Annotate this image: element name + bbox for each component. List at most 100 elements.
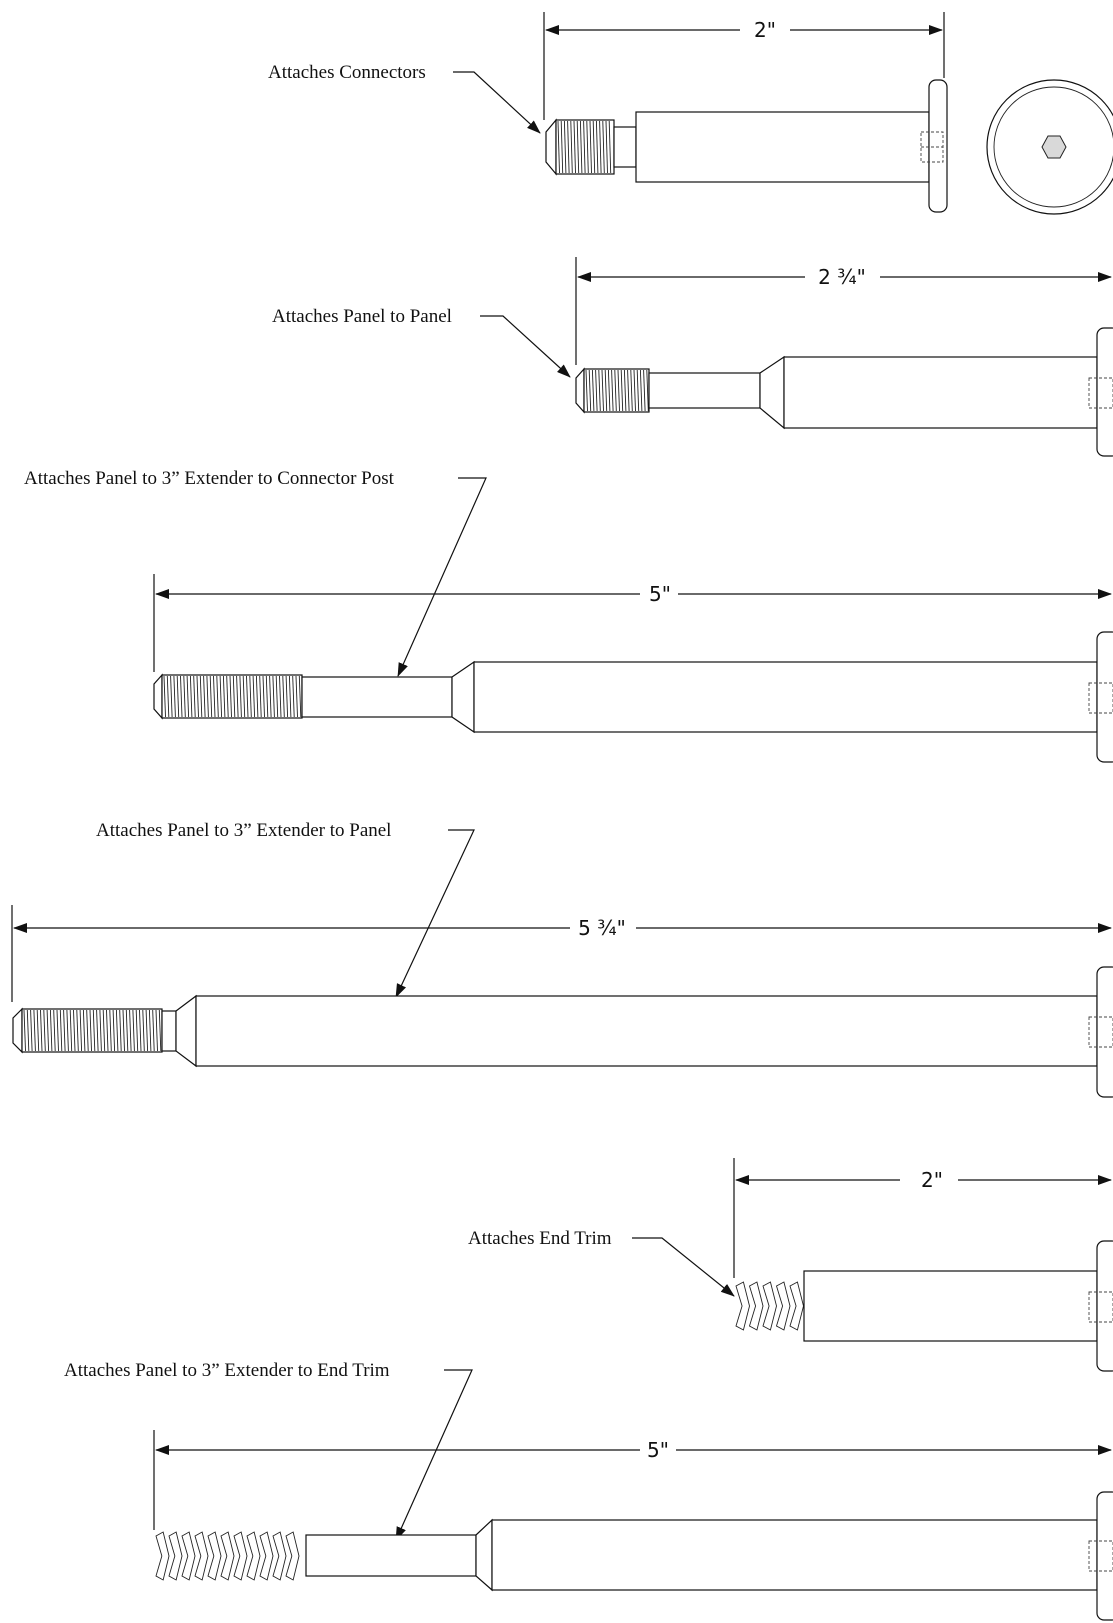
callout-label: Attaches End Trim (468, 1228, 612, 1249)
shank (195, 995, 1098, 1067)
thread-flight (272, 1531, 287, 1581)
thread-line (620, 369, 624, 412)
callout-label: Attaches Connectors (268, 62, 426, 83)
dimension-label: 2" (921, 1168, 943, 1192)
callout-label: Attaches Panel to 3” Extender to Panel (96, 820, 391, 841)
dimension-label: 5" (647, 1438, 669, 1462)
callout-leader (632, 1237, 735, 1297)
thread-line (614, 369, 617, 412)
thread-line (40, 1009, 43, 1052)
thread-line (285, 675, 289, 718)
thread-flight (285, 1531, 300, 1581)
thread-line (66, 1009, 69, 1052)
thread-line (598, 369, 601, 412)
thread-line (275, 675, 279, 718)
thread-lines (557, 120, 612, 174)
callout-leader (395, 1369, 473, 1541)
bolt-tip (153, 673, 163, 720)
shank (803, 1270, 1098, 1342)
thread-line (601, 369, 604, 412)
thread-line (586, 120, 589, 174)
thread-line (209, 675, 213, 718)
thread-line (298, 675, 302, 718)
thread-line (53, 1009, 56, 1052)
thread-line (73, 1009, 76, 1052)
thread-line (633, 369, 636, 412)
hex-socket-end-view-icon (986, 79, 1113, 215)
thread-line (292, 675, 295, 718)
thread-flight (155, 1531, 170, 1581)
callout-leader (395, 829, 475, 998)
thread-line (56, 1009, 59, 1052)
thread-flight (735, 1281, 750, 1331)
thread-line (604, 369, 608, 412)
thread-line (213, 675, 216, 718)
thread-line (59, 1009, 63, 1052)
thread-line (158, 1009, 162, 1052)
thread-line (595, 369, 598, 412)
thread-line (232, 675, 236, 718)
thread-line (132, 1009, 135, 1052)
thread-line (89, 1009, 92, 1052)
thread-flight (775, 1281, 791, 1331)
thread-line (49, 1009, 53, 1052)
extender-panel-bolt: Attaches Panel to 3” Extender to Panel 5… (11, 820, 1113, 1098)
taper (175, 994, 197, 1068)
panel-to-panel-bolt: Attaches Panel to Panel 2 ¾" (272, 257, 1113, 457)
thread-line (239, 675, 242, 718)
bolt-tip (12, 1007, 23, 1054)
end-trim-bolt: Attaches End Trim 2" (468, 1158, 1113, 1372)
dimension-label: 2 ¾" (818, 265, 866, 289)
thread-line (69, 1009, 73, 1052)
thread-flight (181, 1531, 196, 1581)
thread-line (560, 120, 564, 174)
neck (305, 1534, 477, 1577)
thread-line (109, 1009, 112, 1052)
thread-line (579, 120, 583, 174)
shank (491, 1519, 1098, 1591)
thread-line (269, 675, 272, 718)
thread-line (589, 120, 592, 174)
thread-line (196, 675, 199, 718)
thread-line (585, 369, 588, 412)
thread-line (242, 675, 246, 718)
thread-flight (789, 1281, 804, 1331)
thread-line (33, 1009, 36, 1052)
thread-line (282, 675, 285, 718)
thread-line (602, 120, 605, 174)
thread-line (152, 1009, 155, 1052)
thread-line (259, 675, 262, 718)
dimension-label: 5 ¾" (578, 916, 626, 940)
hex-socket-hidden (1088, 377, 1113, 409)
thread-line (96, 1009, 99, 1052)
thread-line (608, 120, 612, 174)
thread-line (591, 369, 595, 412)
thread-line (570, 120, 573, 174)
thread-line (186, 675, 190, 718)
hex-socket-hidden (1088, 1016, 1113, 1048)
thread-line (206, 675, 209, 718)
thread-line (611, 369, 614, 412)
thread-line (643, 369, 646, 412)
thread-line (145, 1009, 149, 1052)
thread-line (246, 675, 249, 718)
thread-line (595, 120, 599, 174)
thread-line (119, 1009, 122, 1052)
thread-flight (207, 1531, 222, 1581)
taper (451, 660, 475, 734)
thread-line (163, 675, 166, 718)
thread-line (623, 369, 627, 412)
thread-flight (748, 1281, 764, 1331)
hex-socket-hidden (1088, 1540, 1113, 1572)
thread-line (76, 1009, 79, 1052)
neck (613, 126, 637, 168)
bolt-head (1096, 327, 1113, 457)
thread-line (222, 675, 226, 718)
thread-line (607, 369, 611, 412)
thread-line (288, 675, 292, 718)
thread-flight (220, 1531, 235, 1581)
thread-line (272, 675, 275, 718)
callout-leader (397, 477, 487, 677)
extender-end-trim-bolt: Attaches Panel to 3” Extender to End Tri… (64, 1360, 1113, 1621)
